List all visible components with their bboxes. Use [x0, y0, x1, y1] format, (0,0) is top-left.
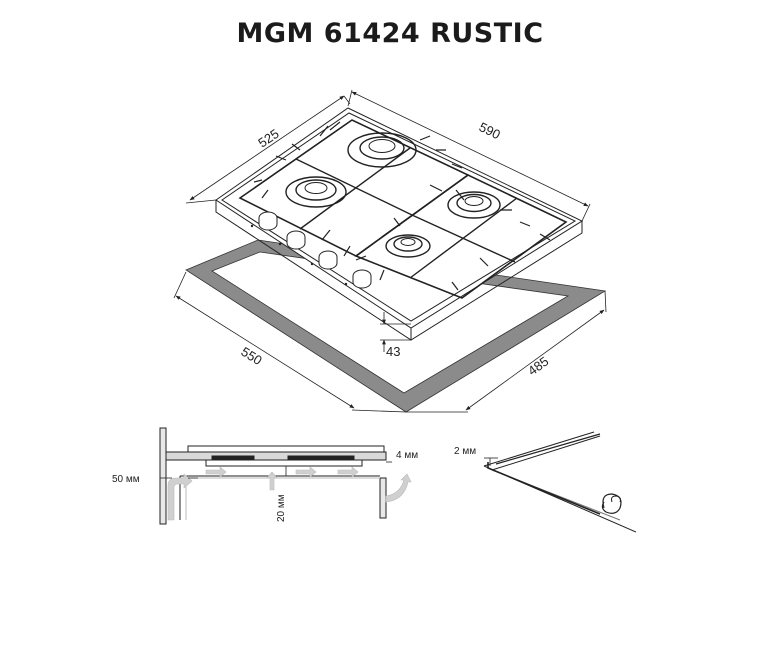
section-dimension-lines — [160, 461, 392, 479]
countertop-gap-label: 4 мм — [396, 450, 418, 461]
seal-detail — [483, 431, 637, 533]
dimension-43-label: 43 — [386, 344, 400, 359]
section-view — [159, 427, 387, 525]
dimension-590-label: 590 — [477, 119, 503, 142]
wall-gap-label: 50 мм — [112, 474, 140, 485]
dimension-485-label: 485 — [525, 354, 551, 379]
burner-front — [385, 234, 431, 258]
page-title: MGM 61424 RUSTIC — [236, 18, 544, 49]
seal-thickness-label: 2 мм — [454, 446, 476, 457]
ventilation-gap-label: 20 мм — [276, 494, 287, 522]
airflow-arrows — [167, 466, 412, 521]
dimension-525-label: 525 — [255, 126, 281, 151]
control-knobs — [258, 211, 372, 289]
dimension-lines — [173, 89, 607, 413]
dimension-550-label: 550 — [238, 344, 264, 368]
